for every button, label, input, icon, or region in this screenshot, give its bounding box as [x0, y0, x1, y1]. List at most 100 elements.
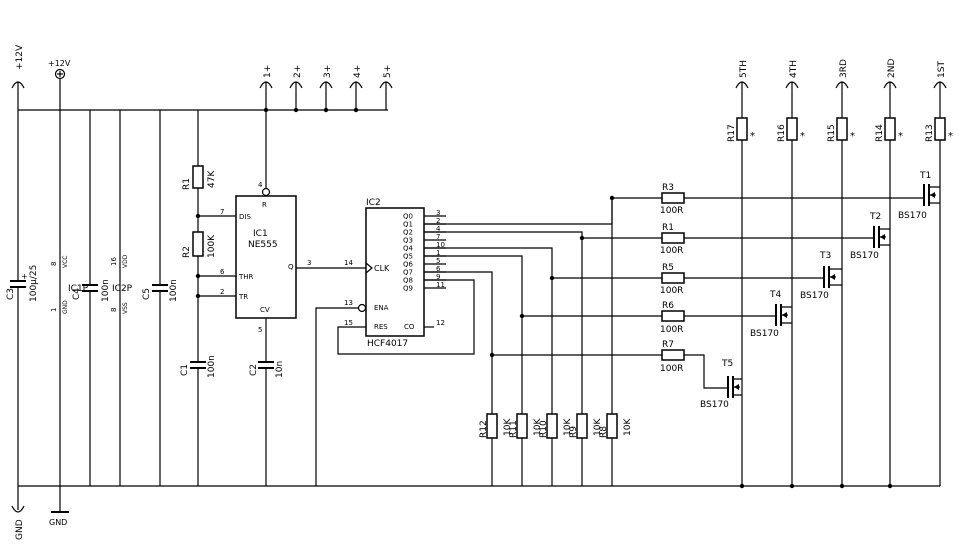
counter-section: IC2 HCF4017 CLK ENA RES CO 14 13 15 12 Q… [296, 198, 475, 486]
stage-1st: 1ST R13 * [925, 61, 953, 486]
ic2-pin-res: RES [374, 323, 388, 331]
counter-output-name: Q8 [403, 277, 413, 285]
r11-ref: R11 [509, 420, 519, 438]
c2-value: 10n [275, 361, 285, 378]
gear-3rd: 3RD [839, 59, 849, 78]
r13-mark: * [948, 131, 953, 142]
r12-value: 10K [503, 418, 513, 436]
ic1p-gnd-pin: 1 [50, 308, 58, 312]
gnd-symbol-label: GND [49, 518, 67, 527]
r5-ref: R5 [662, 263, 674, 273]
ic2p-ref: IC2P [112, 284, 133, 294]
ic1-pinno-q: 3 [307, 259, 311, 267]
ic1-pin-tr: TR [238, 293, 248, 301]
output-terminals: 1+ 2+ 3+ 4+ 5+ [259, 65, 393, 113]
capacitor-c5: C5 100n [142, 110, 179, 486]
counter-output-name: Q5 [403, 253, 413, 261]
capacitor-c4: C4 100n [72, 110, 111, 486]
r2-value: 100K [207, 234, 217, 258]
ic1p-gnd: GND [62, 300, 69, 314]
r8-value: 10K [623, 418, 633, 436]
plus12-symbol-label: +12V [48, 59, 71, 68]
stage-5th: 5TH R17 * [727, 60, 755, 489]
gear-5th: 5TH [739, 60, 749, 78]
counter-output-pin: 4 [436, 225, 441, 233]
pulldown-resistors: R12 10K R11 10K R10 10K R9 10K [479, 198, 633, 486]
r1-ref: R1 [182, 178, 192, 190]
r3-value: 100R [660, 206, 683, 216]
r1-gate-value: 100R [660, 246, 683, 256]
led-resistor-r17 [736, 117, 748, 141]
mosfet-t4: T4 BS170 [684, 290, 792, 339]
ic1-pinno-thr: 6 [220, 268, 225, 276]
gear-2nd: 2ND [887, 59, 897, 78]
r14-mark: * [898, 131, 903, 142]
led-resistor-r15 [836, 117, 848, 141]
r12-ref: R12 [479, 420, 489, 438]
plus12-terminal: +12V [11, 44, 25, 110]
terminal-2plus-label: 2+ [293, 65, 303, 78]
ic1-pinno-tr: 2 [220, 288, 224, 296]
ic1-ref: IC1 [253, 229, 268, 239]
r13-ref: R13 [925, 124, 935, 142]
t4-ref: T4 [769, 290, 781, 300]
gnd-terminal: GND [11, 486, 25, 540]
r16-mark: * [800, 131, 805, 142]
counter-output-name: Q4 [403, 245, 414, 253]
c3-value: 100µ/25 [29, 265, 39, 302]
terminal-4plus: 4+ [349, 65, 363, 113]
capacitor-c3: + C3 100µ/25 [6, 110, 39, 486]
pulldown-r10: R10 10K [539, 278, 573, 486]
t4-part: BS170 [750, 329, 779, 339]
counter-output-pin: 6 [436, 265, 441, 273]
ic1-power-pins: 8 VCC IC1P 1 GND [50, 110, 89, 486]
gate-lines [489, 195, 662, 358]
plus12-label: +12V [15, 44, 25, 70]
r3-ref: R3 [662, 183, 674, 193]
ic1-part: NE555 [248, 240, 278, 250]
gnd-symbol: GND [49, 486, 69, 527]
c3-ref: C3 [6, 288, 16, 300]
terminal-1plus: 1+ [259, 65, 273, 110]
ic1p-vcc-pin: 8 [50, 262, 58, 266]
ic1-pinno-dis: 7 [220, 208, 224, 216]
terminal-3plus-label: 3+ [323, 65, 333, 78]
counter-output-name: Q1 [403, 221, 413, 229]
counter-output-name: Q0 [403, 213, 413, 221]
counter-output-name: Q6 [403, 261, 414, 269]
c4-ref: C4 [72, 288, 82, 300]
t5-part: BS170 [700, 400, 729, 410]
counter-output-pin: 7 [436, 233, 440, 241]
c2-ref: C2 [249, 364, 259, 376]
ic2-part: HCF4017 [367, 339, 408, 349]
resistor-r2 [192, 231, 204, 257]
r11-value: 10K [533, 418, 543, 436]
ic2-pinno-res: 15 [344, 319, 353, 327]
ic2-pinno-co: 12 [436, 319, 445, 327]
r1-gate-ref: R1 [662, 223, 674, 233]
counter-output-name: Q2 [403, 229, 413, 237]
c5-value: 100n [169, 279, 179, 302]
mosfet-t5: T5 BS170 [684, 354, 742, 410]
ic1-pin-cv: CV [260, 306, 270, 314]
timer-section: R1 47K R2 100K C1 100n IC1 NE555 DIS THR… [180, 107, 311, 486]
ic2-pin-clk: CLK [374, 264, 390, 273]
r14-ref: R14 [875, 124, 885, 142]
terminal-3plus: 3+ [319, 65, 333, 113]
terminal-2plus: 2+ [289, 65, 303, 113]
driver-stages: 5TH R17 * 4TH R16 * 3RD R15 * [727, 59, 953, 489]
r7-value: 100R [660, 364, 683, 374]
ic2-ref: IC2 [366, 198, 381, 208]
led-resistor-r16 [786, 117, 798, 141]
led-resistor-r13 [934, 117, 946, 141]
gate-resistor-r6: R6 100R [660, 301, 685, 335]
r10-value: 10K [563, 418, 573, 436]
c3-plus: + [21, 272, 28, 281]
ic2-hcf4017 [365, 207, 425, 337]
ic2p-vdd: VDD [122, 254, 129, 268]
stage-2nd: 2ND R14 * [875, 59, 903, 489]
t3-part: BS170 [800, 291, 829, 301]
gate-resistor-r7: R7 100R [660, 340, 685, 374]
gate-resistor-r3: R3 100R [660, 183, 685, 216]
